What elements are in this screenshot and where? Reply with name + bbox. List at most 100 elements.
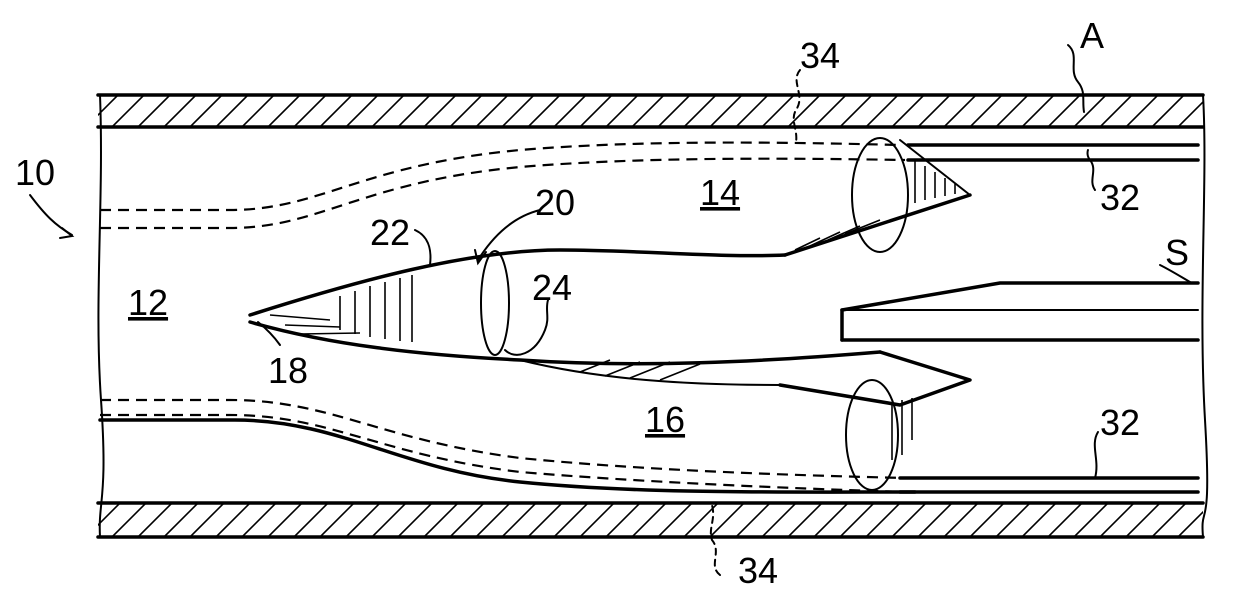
rail-upper [908,145,1198,160]
label-device-10: 10 [15,152,55,193]
wall-hatch-line [216,503,250,537]
wall-hatch-line [112,503,146,537]
wall-hatch-line [372,95,404,127]
wall-hatch-line [996,503,1030,537]
wall-hatch-line [268,95,300,127]
wall-hatch-line [242,95,274,127]
wall-hatch-line [320,95,352,127]
wall-hatch-line [1022,503,1056,537]
wall-hatch-line [944,95,976,127]
label-lower-branch-16: 16 [645,399,685,440]
vessel-right-break [1202,95,1207,537]
wall-hatch-line [814,95,846,127]
wall-hatch-line [1074,95,1106,127]
wall-hatch-line [476,95,508,127]
wall-hatch-line [762,503,796,537]
wall-hatch-line [1152,503,1186,537]
wall-hatch-line [944,503,978,537]
wall-hatch-line [528,503,562,537]
wall-hatch-line [60,95,92,127]
wall-hatch-line [918,95,950,127]
label-artery-a: A [1080,15,1104,56]
wall-hatch-line [398,503,432,537]
wall-hatch-line [866,95,898,127]
wall-hatch-line [684,95,716,127]
wall-hatch-line [450,95,482,127]
wall-hatch-line [268,503,302,537]
wall-hatch-line [1100,95,1132,127]
wall-hatch-line [1204,503,1238,537]
wall-hatch-line [788,95,820,127]
wall-hatch-line [398,95,430,127]
wall-hatch-line [424,95,456,127]
wall-hatch-line [424,503,458,537]
wall-hatch-line [658,503,692,537]
upper-end-hatching [795,160,955,250]
wall-hatch-line [606,95,638,127]
vessel-wall-bottom [60,503,1240,537]
label-stent-s: S [1165,232,1189,273]
wall-hatch-line [840,503,874,537]
stent [842,283,1198,340]
label-rail-32-lower: 32 [1100,402,1140,443]
wall-hatch-line [528,95,560,127]
wall-hatch-line [346,503,380,537]
wall-hatch-line [1178,503,1212,537]
wall-hatch-line [892,95,924,127]
septum [270,251,548,355]
wall-hatch-line [86,503,120,537]
wall-hatch-line [840,95,872,127]
wall-hatch-line [632,95,664,127]
wall-hatch-line [1230,95,1240,127]
wall-hatch-line [450,503,484,537]
wall-hatch-line [970,503,1004,537]
wall-hatch-line [970,95,1002,127]
wall-hatch-line [502,95,534,127]
label-upper-branch-14: 14 [700,172,740,213]
wall-hatch-line [86,95,118,127]
wall-hatch-line [554,95,586,127]
wall-hatch-line [866,503,900,537]
wall-hatch-line [1152,95,1184,127]
wall-hatch-line [138,503,172,537]
wall-hatch-line [502,503,536,537]
wall-hatch-line [294,95,326,127]
wall-hatch-line [554,503,588,537]
label-seal-34-upper: 34 [800,35,840,76]
wall-hatch-line [138,95,170,127]
wall-hatch-line [1100,503,1134,537]
wall-hatch-line [736,503,770,537]
wall-hatch-line [996,95,1028,127]
rail-lower [900,478,1198,492]
wall-hatch-line [1126,95,1158,127]
wall-hatch-line [320,503,354,537]
wall-hatch-line [710,95,742,127]
label-cut-22: 22 [370,212,410,253]
wall-hatch-line [814,503,848,537]
wall-hatch-line [1126,503,1160,537]
wall-hatch-line [190,95,222,127]
vessel-left-break [98,95,103,537]
wall-hatch-line [190,503,224,537]
wall-hatch-line [372,503,406,537]
wall-hatch-line [216,95,248,127]
wall-hatch-line [580,95,612,127]
wall-hatch-line [164,503,198,537]
wall-hatch-line [476,503,510,537]
wall-hatch-line [788,503,822,537]
wall-hatch-line [346,95,378,127]
label-rail-32-upper: 32 [1100,177,1140,218]
label-lumen-12: 12 [128,282,168,323]
label-marker-24: 24 [532,267,572,308]
wall-hatch-line [60,503,94,537]
wall-hatch-line [1048,503,1082,537]
wall-hatch-line [164,95,196,127]
wall-hatch-line [632,503,666,537]
wall-hatch-line [1074,503,1108,537]
wall-hatch-line [242,503,276,537]
wall-hatch-line [1230,503,1240,537]
wall-hatch-line [294,503,328,537]
wall-hatch-line [918,503,952,537]
lower-end-hatching [580,360,912,460]
